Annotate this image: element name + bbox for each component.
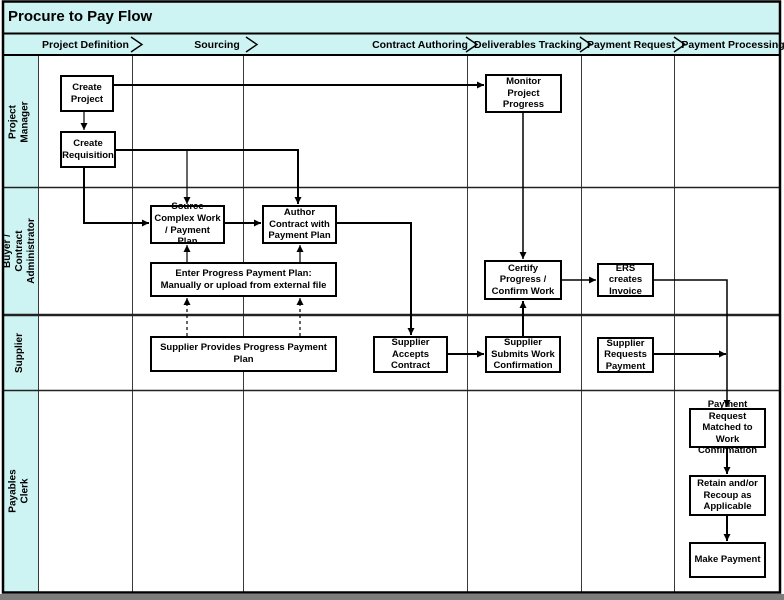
node-create-requisition: Create Requisition	[60, 131, 116, 168]
node-make-payment: Make Payment	[689, 542, 766, 578]
page-title: Procure to Pay Flow	[8, 8, 153, 25]
phase-chevron-icon	[130, 36, 687, 53]
edge-requisition-to-author-contract	[114, 149, 302, 204]
edge-requisition-to-source-complex-left	[83, 168, 149, 227]
lane-boundary-lines	[2, 186, 781, 392]
role-band	[2, 55, 38, 592]
node-supplier-submits-confirmation: Supplier Submits Work Confirmation	[485, 336, 561, 373]
phase-sourcing: Sourcing	[194, 39, 240, 51]
node-source-complex-work: Source Complex Work / Payment Plan	[150, 201, 225, 247]
phase-payment-processing: Payment Processing	[681, 39, 784, 51]
phase-contract-authoring: Contract Authoring	[372, 39, 468, 51]
node-certify-progress: Certify Progress / Confirm Work	[484, 260, 562, 300]
node-supplier-accepts-contract: Supplier Accepts Contract	[373, 336, 448, 373]
phase-grid-lines	[38, 55, 675, 592]
phase-project-definition: Project Definition	[42, 39, 129, 51]
node-ers-creates-invoice: ERS creates Invoice	[597, 263, 654, 297]
node-payment-request-matched: Payment Request Matched to Work Confirma…	[689, 399, 766, 456]
node-retain-recoup: Retain and/or Recoup as Applicable	[689, 475, 766, 516]
edge-author-contract-to-supplier-accepts	[337, 222, 415, 335]
node-monitor-project-progress: Monitor Project Progress	[485, 74, 562, 113]
node-supplier-provides-plan: Supplier Provides Progress Payment Plan	[150, 336, 337, 372]
window-edge	[0, 594, 784, 600]
node-enter-progress-payment-plan: Enter Progress Payment Plan: Manually or…	[150, 262, 337, 297]
phase-deliverables-tracking: Deliverables Tracking	[474, 39, 582, 51]
phase-payment-request: Payment Request	[586, 39, 676, 51]
header-band	[2, 2, 780, 55]
node-supplier-requests-payment: Supplier Requests Payment	[597, 337, 654, 373]
node-author-contract: Author Contract with Payment Plan	[262, 205, 337, 244]
node-create-project: Create Project	[60, 75, 114, 112]
edge-ers-to-payment-matched	[654, 279, 731, 407]
